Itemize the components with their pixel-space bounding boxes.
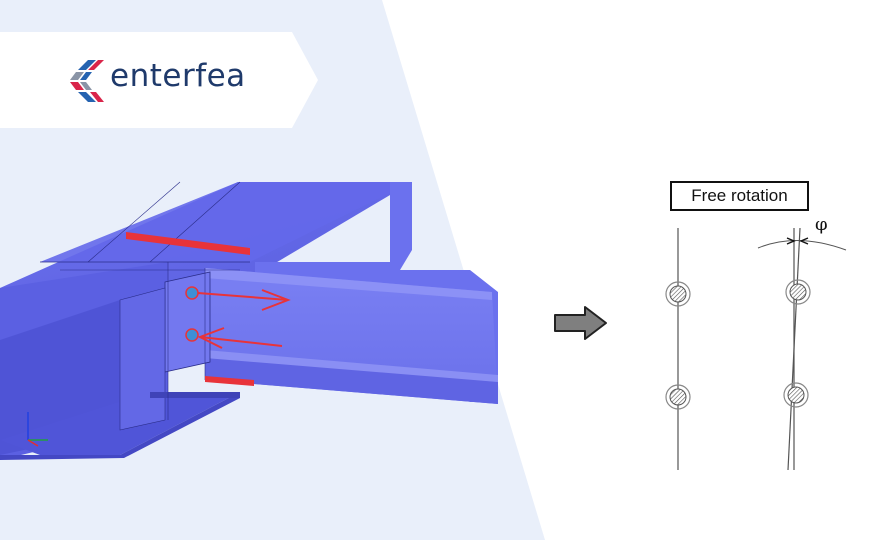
angle-symbol: φ bbox=[815, 214, 828, 235]
chevron-mosaic-icon bbox=[70, 60, 104, 102]
bolt-initial-bottom bbox=[665, 384, 691, 410]
bolt-initial-top bbox=[665, 281, 691, 307]
free-rotation-label: Free rotation bbox=[670, 181, 809, 211]
right-arrow-icon bbox=[554, 306, 607, 340]
angle-arc bbox=[757, 240, 847, 251]
axis-triad-icon bbox=[27, 412, 48, 447]
rotation-diagram bbox=[665, 227, 847, 471]
steel-beam-connection-model bbox=[0, 181, 498, 460]
bolt-rotated-bottom bbox=[783, 382, 809, 408]
logo-banner bbox=[0, 32, 318, 128]
brand-name: enterfea bbox=[110, 58, 246, 94]
bolt-rotated-top bbox=[785, 279, 811, 305]
